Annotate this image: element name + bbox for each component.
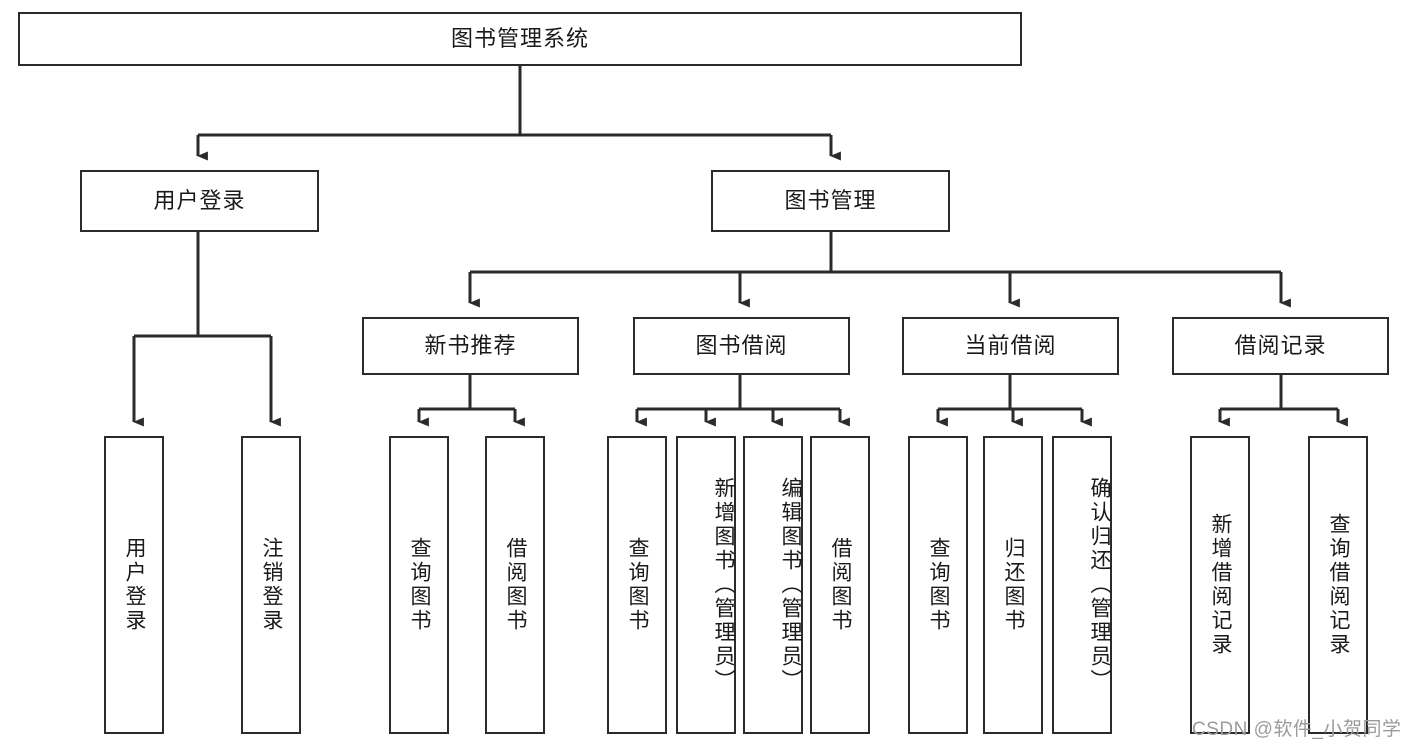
edge-group-new-book-rec [417, 375, 525, 427]
leaf-borrow-book[interactable]: 借阅图书 [810, 436, 870, 734]
node-book-borrow[interactable]: 图书借阅 [633, 317, 850, 375]
leaf-user-login[interactable]: 用户登录 [104, 436, 164, 734]
leaf-query-book-borrow[interactable]: 查询图书 [607, 436, 667, 734]
node-book-manage[interactable]: 图书管理 [711, 170, 950, 232]
leaf-query-book-current[interactable]: 查询图书 [908, 436, 968, 734]
leaf-return-book[interactable]: 归还图书 [983, 436, 1043, 734]
leaf-query-borrow-record[interactable]: 查询借阅记录 [1308, 436, 1368, 734]
leaf-add-book-admin[interactable]: 新增图书（管理员） [676, 436, 736, 734]
node-user-login[interactable]: 用户登录 [80, 170, 319, 232]
edge-group-user-login [132, 232, 281, 427]
node-current-borrow[interactable]: 当前借阅 [902, 317, 1119, 375]
node-borrow-record[interactable]: 借阅记录 [1172, 317, 1389, 375]
leaf-borrow-book-recommendation[interactable]: 借阅图书 [485, 436, 545, 734]
leaf-add-borrow-record[interactable]: 新增借阅记录 [1190, 436, 1250, 734]
edge-group-root [196, 66, 841, 161]
edge-group-current-borrow [936, 375, 1092, 427]
node-root[interactable]: 图书管理系统 [18, 12, 1022, 66]
leaf-edit-book-admin[interactable]: 编辑图书（管理员） [743, 436, 803, 734]
csdn-watermark: CSDN @软件_小贺同学 [1192, 719, 1402, 740]
leaf-confirm-return-admin[interactable]: 确认归还（管理员） [1052, 436, 1112, 734]
leaf-query-book-recommendation[interactable]: 查询图书 [389, 436, 449, 734]
edge-group-book-manage [468, 232, 1291, 308]
edge-group-book-borrow [635, 375, 850, 427]
node-new-book-recommendation[interactable]: 新书推荐 [362, 317, 579, 375]
leaf-user-logout[interactable]: 注销登录 [241, 436, 301, 734]
edge-group-borrow-record [1218, 375, 1348, 427]
